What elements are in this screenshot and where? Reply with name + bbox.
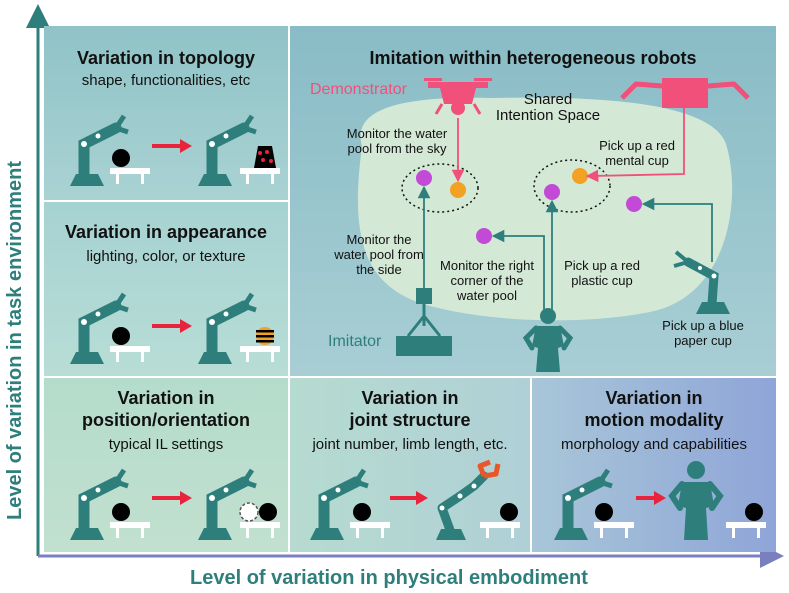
robot-arm-icon [70,114,129,186]
panel-topology: Variation in topology shape, functionali… [44,26,288,200]
y-axis-label: Level of variation in task environment [4,161,26,520]
panel-title-line2: position/orientation [82,410,250,430]
ball-icon [259,503,277,521]
intention-dot [544,184,560,200]
motion-illustration [554,461,766,540]
imitator-label: Imitator [328,333,382,350]
robot-arm-icon [554,468,613,540]
appearance-illustration [70,292,280,364]
imitation-illustration [357,78,750,372]
task-blue-paper-line2: paper cup [674,333,732,348]
cup-icon [254,146,276,168]
panel-motion: Variation in motion modality morphology … [532,378,776,552]
task-red-metal-line2: mental cup [605,153,669,168]
imitation-title: Imitation within heterogeneous robots [369,48,697,68]
panel-title: Variation in topology [76,48,255,68]
panel-subtitle: morphology and capabilities [561,436,747,453]
drone-icon [424,78,492,115]
robot-arm-icon [198,292,257,364]
task-side-line1: Monitor the [346,232,412,247]
panel-title-line1: Variation in [361,388,459,408]
humanoid-robot-icon [522,308,574,372]
joint-illustration [310,459,520,540]
task-red-plastic-line2: plastic cup [571,273,633,288]
panel-subtitle: shape, functionalities, etc [81,72,251,89]
robot-arm-icon [70,292,129,364]
demonstrator-arrow [585,108,685,183]
task-side-line3: the side [356,262,402,277]
panel-subtitle: lighting, color, or texture [86,248,246,265]
panel-subtitle: joint number, limb length, etc. [312,436,508,453]
intention-cluster-red-cup [533,159,611,213]
demonstrator-label: Demonstrator [310,81,407,98]
ball-icon [112,149,130,167]
topology-illustration [70,114,280,186]
panel-title-line2: joint structure [349,410,471,430]
shared-intention-space [357,97,733,321]
position-illustration [70,468,280,540]
panel-subtitle: typical IL settings [108,436,224,453]
intention-dot [572,168,588,184]
task-corner-line3: water pool [457,288,517,303]
task-side-line2: water pool from [334,247,424,262]
robot-arm-icon [310,468,369,540]
shared-space-line1: Shared [523,91,573,108]
humanoid-robot-icon [668,461,724,540]
intention-dot [476,228,492,244]
task-sky-line1: Monitor the water [346,126,448,141]
x-axis-label: Level of variation in physical embodimen… [190,567,588,589]
intention-cluster-sky [401,163,479,213]
robot-arm-icon [70,468,129,540]
striped-ball-icon [256,327,274,345]
panel-position: Variation in position/orientation typica… [44,378,288,552]
panel-imitation: Imitation within heterogeneous robots De… [290,26,776,376]
task-corner-line1: Monitor the right [440,258,534,273]
robot-arm-icon [673,250,730,314]
ghost-ball-icon [239,502,259,522]
panel-title-line1: Variation in [605,388,703,408]
panel-title-line1: Variation in [117,388,215,408]
imitator-arrow [491,229,545,312]
shared-space-line2: Intention Space [495,107,601,124]
robot-arm-icon [198,114,257,186]
gripper-robot-icon [620,78,750,108]
task-red-plastic-line1: Pick up a red [564,258,640,273]
panel-title: Variation in appearance [64,222,268,242]
intention-dot [416,170,432,186]
task-corner-line2: corner of the [450,273,524,288]
task-sky-line2: pool from the sky [347,141,447,156]
task-blue-paper-line1: Pick up a blue [662,318,744,333]
table-icon [110,168,150,174]
task-red-metal-line1: Pick up a red [599,138,675,153]
intention-dot [626,196,642,212]
multi-joint-arm-icon [436,459,501,540]
panel-title-line2: motion modality [584,410,724,430]
panel-joint: Variation in joint structure joint numbe… [290,378,530,552]
intention-dot [450,182,466,198]
robot-arm-icon [198,468,257,540]
imitator-arrow [641,197,713,262]
underwater-drone-icon [396,288,452,356]
panel-appearance: Variation in appearance lighting, color,… [44,202,288,376]
